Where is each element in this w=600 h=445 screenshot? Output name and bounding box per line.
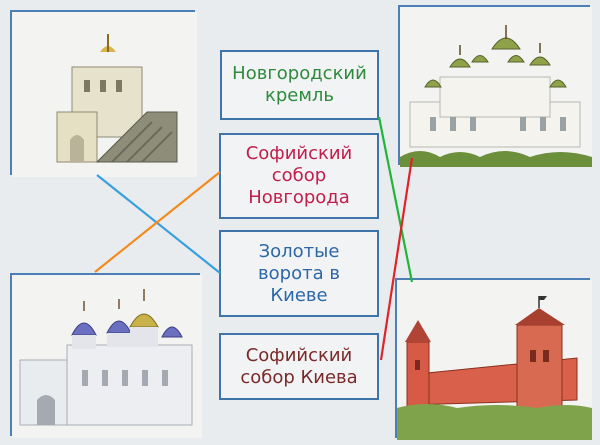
sophia-novgorod-frame	[10, 273, 202, 438]
label-sophia-kiev-text: Софийский собор Киева	[240, 344, 358, 388]
golden-gate-illustration	[12, 12, 197, 177]
label-golden-gate[interactable]: Золотые ворота в Киеве	[219, 230, 379, 317]
label-sophia-kiev[interactable]: Софийский собор Киева	[219, 333, 379, 400]
label-sophia-novgorod-text: Софийский собор Новгорода	[245, 143, 353, 208]
label-novgorod-kremlin-text: Новгородский кремль	[232, 63, 367, 106]
sophia-kiev-illustration	[400, 7, 592, 167]
sophia-kiev-frame	[398, 5, 592, 167]
label-golden-gate-text: Золотые ворота в Киеве	[258, 240, 340, 306]
match-line-blue	[96, 174, 221, 274]
golden-gate-frame	[10, 10, 197, 177]
label-sophia-novgorod[interactable]: Софийский собор Новгорода	[219, 133, 379, 219]
label-novgorod-kremlin[interactable]: Новгородский кремль	[220, 50, 379, 120]
novgorod-kremlin-frame	[395, 278, 592, 440]
novgorod-kremlin-illustration	[397, 280, 592, 440]
sophia-novgorod-illustration	[12, 275, 202, 438]
match-line-orange	[94, 171, 221, 273]
